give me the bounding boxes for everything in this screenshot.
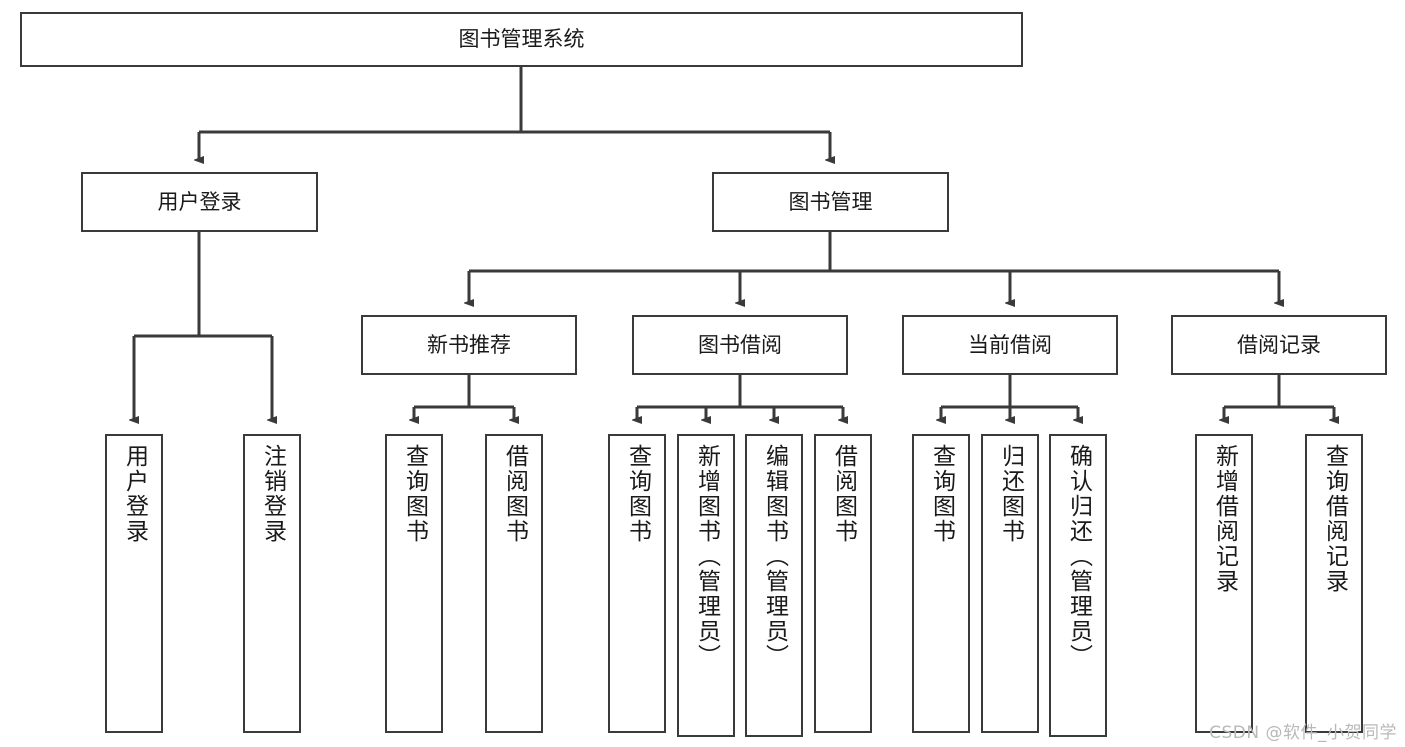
node-root[interactable]: 图书管理系统 (20, 12, 1023, 67)
node-leaf-query-book-3-label: 查询图书 (928, 444, 955, 544)
node-leaf-add-book[interactable]: 新增图书（管理员） (677, 434, 735, 737)
node-leaf-borrow-book-1-label: 借阅图书 (501, 444, 528, 544)
node-leaf-user-login[interactable]: 用户登录 (105, 434, 163, 733)
node-leaf-borrow-book-2[interactable]: 借阅图书 (814, 434, 872, 733)
node-root-label: 图书管理系统 (458, 27, 585, 52)
node-leaf-query-book-1-label: 查询图书 (401, 444, 428, 544)
node-user-login-label: 用户登录 (157, 189, 242, 214)
node-leaf-return-book[interactable]: 归还图书 (981, 434, 1039, 733)
node-borrow-record[interactable]: 借阅记录 (1171, 315, 1387, 375)
node-book-borrow[interactable]: 图书借阅 (632, 315, 848, 375)
node-book-management[interactable]: 图书管理 (712, 172, 949, 232)
node-leaf-query-book-1[interactable]: 查询图书 (385, 434, 443, 733)
node-current-borrow[interactable]: 当前借阅 (902, 315, 1118, 375)
node-book-borrow-label: 图书借阅 (698, 332, 782, 357)
node-leaf-confirm-return-label: 确认归还（管理员） (1065, 444, 1092, 669)
node-current-borrow-label: 当前借阅 (968, 332, 1052, 357)
node-leaf-query-record-label: 查询借阅记录 (1321, 444, 1348, 594)
node-user-login[interactable]: 用户登录 (81, 172, 318, 232)
node-leaf-return-book-label: 归还图书 (997, 444, 1024, 544)
node-leaf-borrow-book-1[interactable]: 借阅图书 (485, 434, 543, 733)
node-leaf-query-record[interactable]: 查询借阅记录 (1305, 434, 1363, 733)
watermark-text: CSDN @软件_小贺同学 (1209, 723, 1397, 743)
node-new-book-recommend[interactable]: 新书推荐 (361, 315, 577, 375)
node-leaf-logout-login[interactable]: 注销登录 (243, 434, 301, 733)
node-leaf-logout-login-label: 注销登录 (259, 444, 286, 544)
node-leaf-user-login-label: 用户登录 (121, 444, 148, 544)
node-book-management-label: 图书管理 (788, 189, 873, 214)
node-leaf-query-book-2[interactable]: 查询图书 (608, 434, 666, 733)
node-leaf-borrow-book-2-label: 借阅图书 (830, 444, 857, 544)
node-new-book-recommend-label: 新书推荐 (427, 332, 511, 357)
node-leaf-add-book-label: 新增图书（管理员） (693, 444, 720, 669)
node-leaf-query-book-2-label: 查询图书 (624, 444, 651, 544)
node-borrow-record-label: 借阅记录 (1237, 332, 1321, 357)
node-leaf-confirm-return[interactable]: 确认归还（管理员） (1049, 434, 1107, 737)
node-leaf-edit-book-label: 编辑图书（管理员） (761, 444, 788, 669)
node-leaf-query-book-3[interactable]: 查询图书 (912, 434, 970, 733)
node-leaf-add-record[interactable]: 新增借阅记录 (1195, 434, 1253, 733)
node-leaf-add-record-label: 新增借阅记录 (1211, 444, 1238, 594)
node-leaf-edit-book[interactable]: 编辑图书（管理员） (745, 434, 803, 737)
